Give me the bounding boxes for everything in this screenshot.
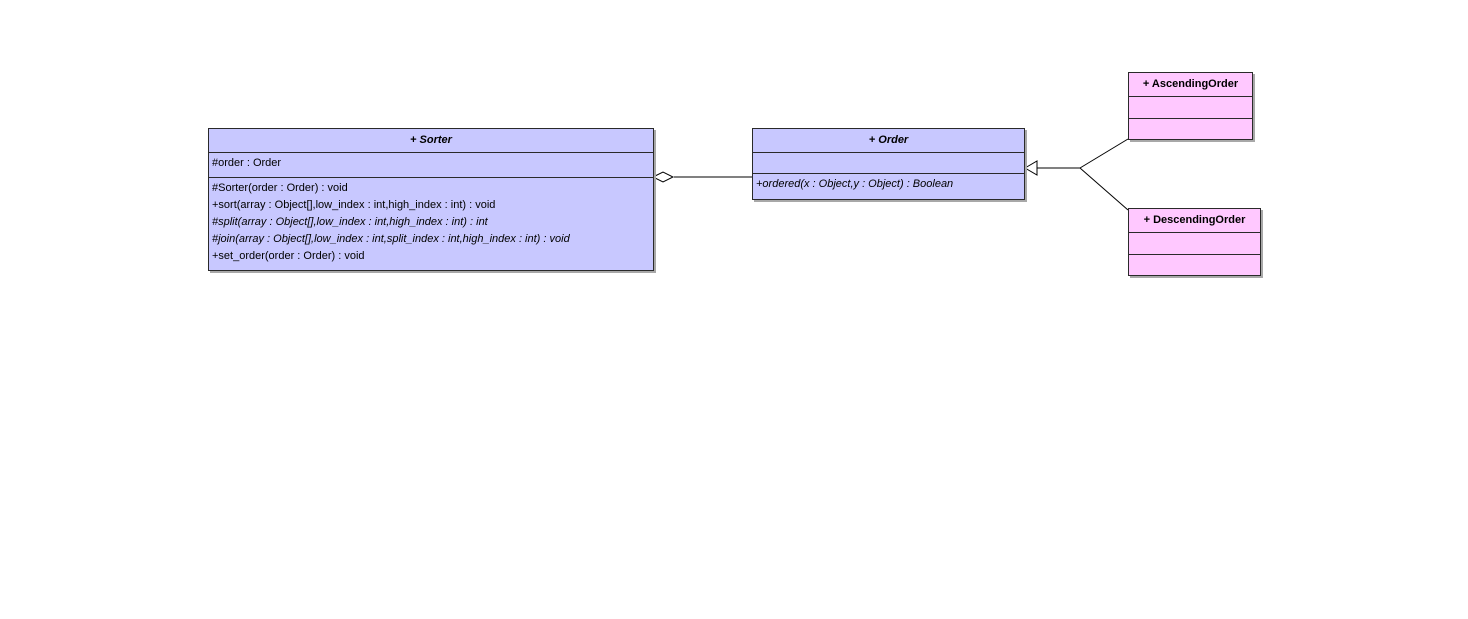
class-descending-order-operations <box>1129 255 1260 275</box>
class-ascending-order-attributes <box>1129 97 1252 119</box>
attribute-order: #order : Order <box>212 157 282 169</box>
class-order-name: + Order <box>753 129 1024 153</box>
operation-split: #split(array : Object[],low_index : int,… <box>212 216 488 228</box>
class-ascending-order-name: + AscendingOrder <box>1129 73 1252 97</box>
class-sorter-attributes: #order : Order <box>209 153 653 178</box>
class-order-attributes <box>753 153 1024 174</box>
class-ascending-order[interactable]: + AscendingOrder <box>1128 72 1253 140</box>
operation-set-order: +set_order(order : Order) : void <box>212 250 365 262</box>
generalization-arrowhead <box>1024 160 1038 176</box>
class-descending-order[interactable]: + DescendingOrder <box>1128 208 1261 276</box>
operation-join: #join(array : Object[],low_index : int,s… <box>212 233 570 245</box>
operation-sort: +sort(array : Object[],low_index : int,h… <box>212 199 496 211</box>
class-descending-order-name: + DescendingOrder <box>1129 209 1260 233</box>
operation-ordered: +ordered(x : Object,y : Object) : Boolea… <box>756 178 954 190</box>
class-sorter-operations: #Sorter(order : Order) : void +sort(arra… <box>209 178 653 267</box>
class-order[interactable]: + Order +ordered(x : Object,y : Object) … <box>752 128 1025 200</box>
class-sorter-name: + Sorter <box>209 129 653 153</box>
aggregation-diamond <box>651 171 675 183</box>
class-ascending-order-operations <box>1129 119 1252 139</box>
operation-sorter-constructor: #Sorter(order : Order) : void <box>212 182 348 194</box>
generalization-branch-ascending[interactable] <box>1079 138 1129 169</box>
generalization-branch-descending[interactable] <box>1079 167 1129 211</box>
class-descending-order-attributes <box>1129 233 1260 255</box>
class-order-operations: +ordered(x : Object,y : Object) : Boolea… <box>753 174 1024 195</box>
class-sorter[interactable]: + Sorter #order : Order #Sorter(order : … <box>208 128 654 271</box>
